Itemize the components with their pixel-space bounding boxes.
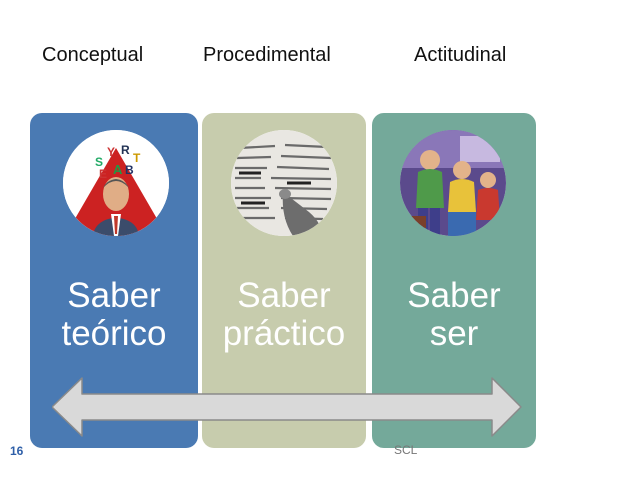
- card-title-line2: teórico: [61, 314, 167, 353]
- card-title-line1: Saber: [237, 276, 331, 315]
- svg-text:T: T: [133, 151, 141, 165]
- card-saber-teorico: S Y R T E A B Saber teórico: [30, 113, 198, 448]
- thinking-man-letters-icon: S Y R T E A B: [63, 130, 169, 236]
- svg-text:R: R: [121, 143, 130, 157]
- card-title-saber-teorico: Saber teórico: [30, 277, 198, 353]
- header-actitudinal: Actitudinal: [414, 44, 507, 66]
- card-saber-ser: Saber ser: [372, 113, 536, 448]
- dictionary-pointing-icon: [231, 130, 337, 236]
- header-procedimental: Procedimental: [203, 44, 331, 66]
- card-title-line1: Saber: [67, 276, 161, 315]
- card-title-line2: ser: [429, 314, 479, 353]
- card-title-line1: Saber: [407, 276, 501, 315]
- card-title-saber-ser: Saber ser: [372, 277, 536, 353]
- header-conceptual: Conceptual: [42, 44, 144, 66]
- page-number: 16: [10, 444, 24, 458]
- double-arrow-icon: [52, 377, 522, 437]
- footer-label: SCL: [394, 443, 418, 457]
- svg-text:S: S: [95, 155, 103, 169]
- card-title-line2: práctico: [222, 314, 346, 353]
- card-saber-practico: Saber práctico: [202, 113, 366, 448]
- card-title-saber-practico: Saber práctico: [202, 277, 366, 353]
- svg-text:B: B: [125, 163, 134, 177]
- svg-text:E: E: [99, 167, 107, 181]
- svg-text:A: A: [113, 162, 123, 177]
- svg-text:Y: Y: [107, 145, 115, 159]
- people-together-icon: [400, 130, 506, 236]
